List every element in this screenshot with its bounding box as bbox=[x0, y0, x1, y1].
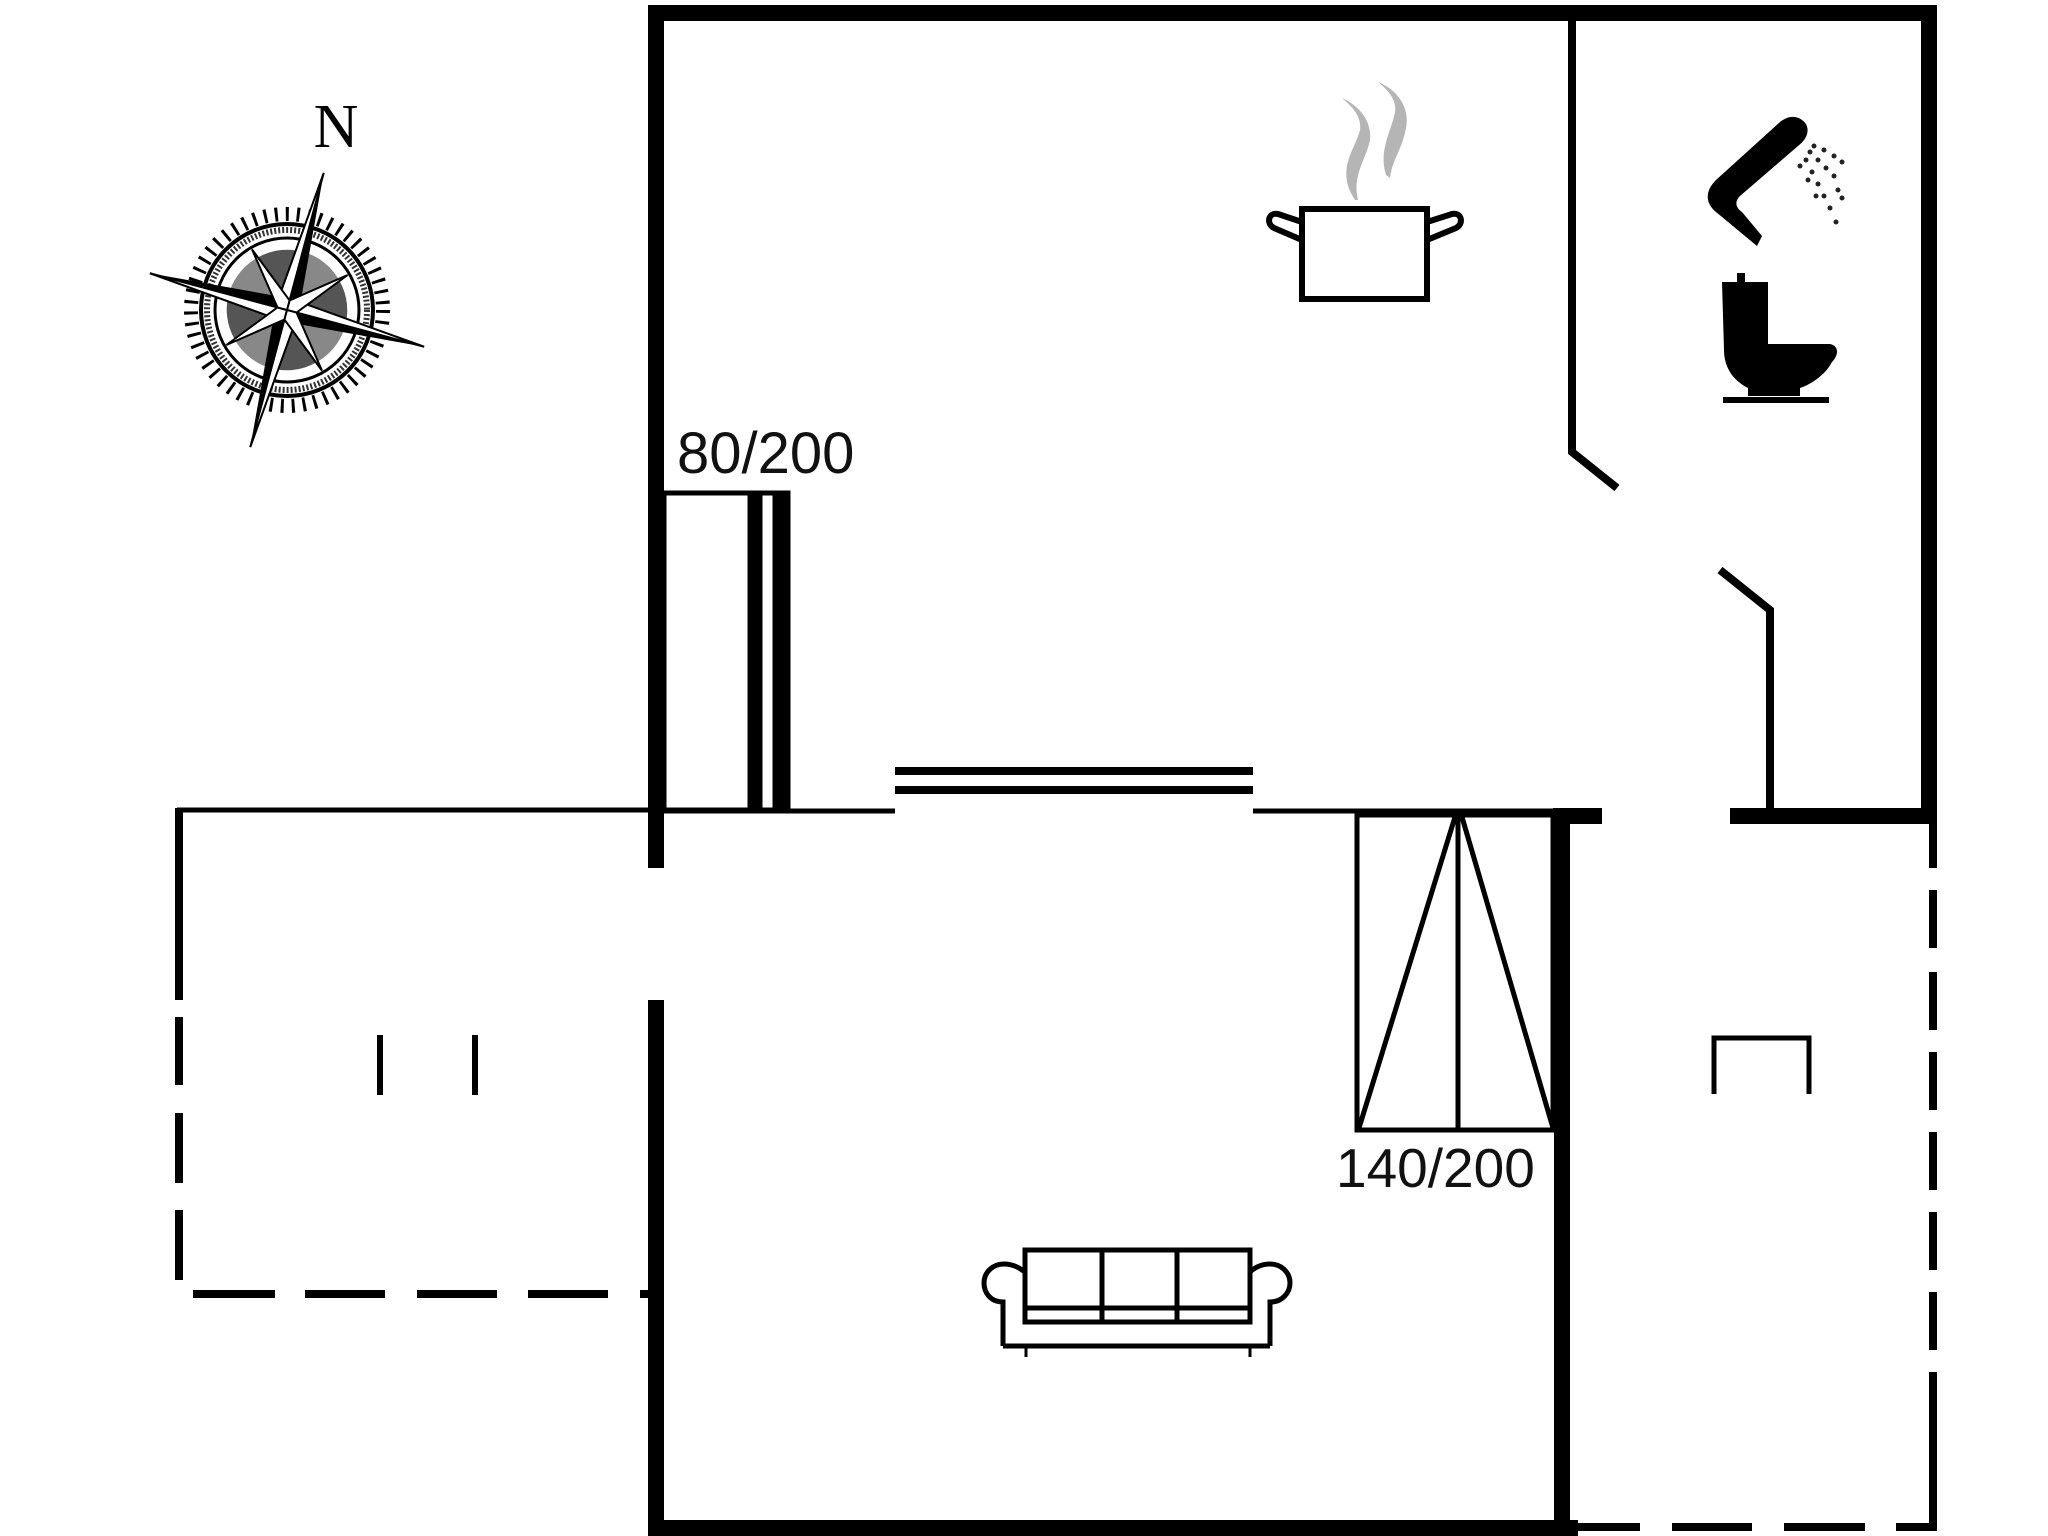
single-bed: 80/200 bbox=[661, 421, 854, 813]
compass-rose-icon: N bbox=[149, 93, 425, 448]
north-label: N bbox=[314, 93, 359, 161]
interior-walls bbox=[648, 20, 1937, 824]
single-bed-size-label: 80/200 bbox=[677, 421, 854, 486]
toilet-icon bbox=[1722, 273, 1837, 403]
window bbox=[895, 767, 1253, 794]
cooking-pot-icon bbox=[1266, 82, 1464, 302]
terrace-left bbox=[175, 807, 656, 1298]
double-bed-size-label: 140/200 bbox=[1336, 1137, 1535, 1199]
terrace-right bbox=[1570, 823, 1937, 1531]
double-bed: 140/200 bbox=[1336, 812, 1556, 1199]
shower-icon bbox=[1707, 116, 1845, 247]
sofa-icon bbox=[981, 1247, 1293, 1357]
house-walls bbox=[648, 5, 1937, 1536]
